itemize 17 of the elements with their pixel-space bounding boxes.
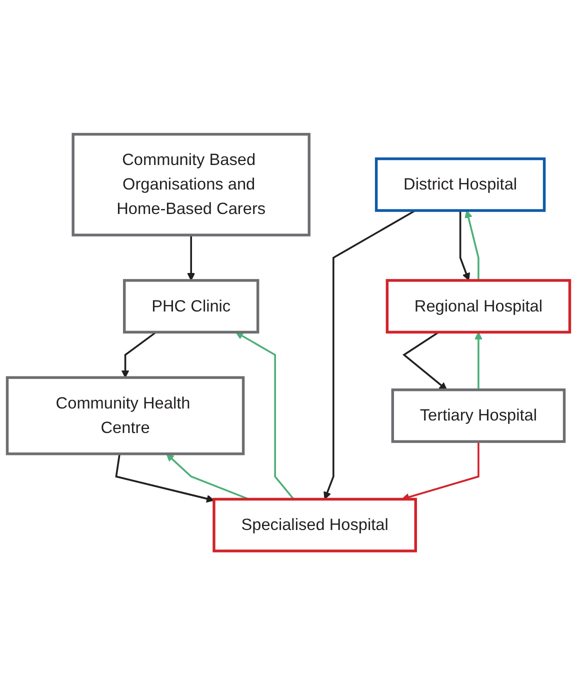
arrow <box>402 332 448 391</box>
node-box: Regional Hospital <box>386 279 572 334</box>
arrow <box>459 210 470 282</box>
arrow <box>235 332 294 500</box>
node-box: District Hospital <box>374 158 546 212</box>
arrow <box>121 332 157 378</box>
arrow <box>115 454 214 503</box>
node-box: Community Based Organisations and Home-Based Carers <box>72 133 310 237</box>
node-box: PHC Clinic <box>123 279 260 334</box>
node-box: Specialised Hospital <box>212 498 417 553</box>
arrow <box>474 332 482 390</box>
arrow <box>464 210 480 281</box>
arrow <box>187 235 196 282</box>
arrow <box>324 210 416 500</box>
arrow <box>166 454 250 500</box>
node-box: Tertiary Hospital <box>391 388 566 444</box>
node-box: Community Health Centre <box>6 376 245 456</box>
